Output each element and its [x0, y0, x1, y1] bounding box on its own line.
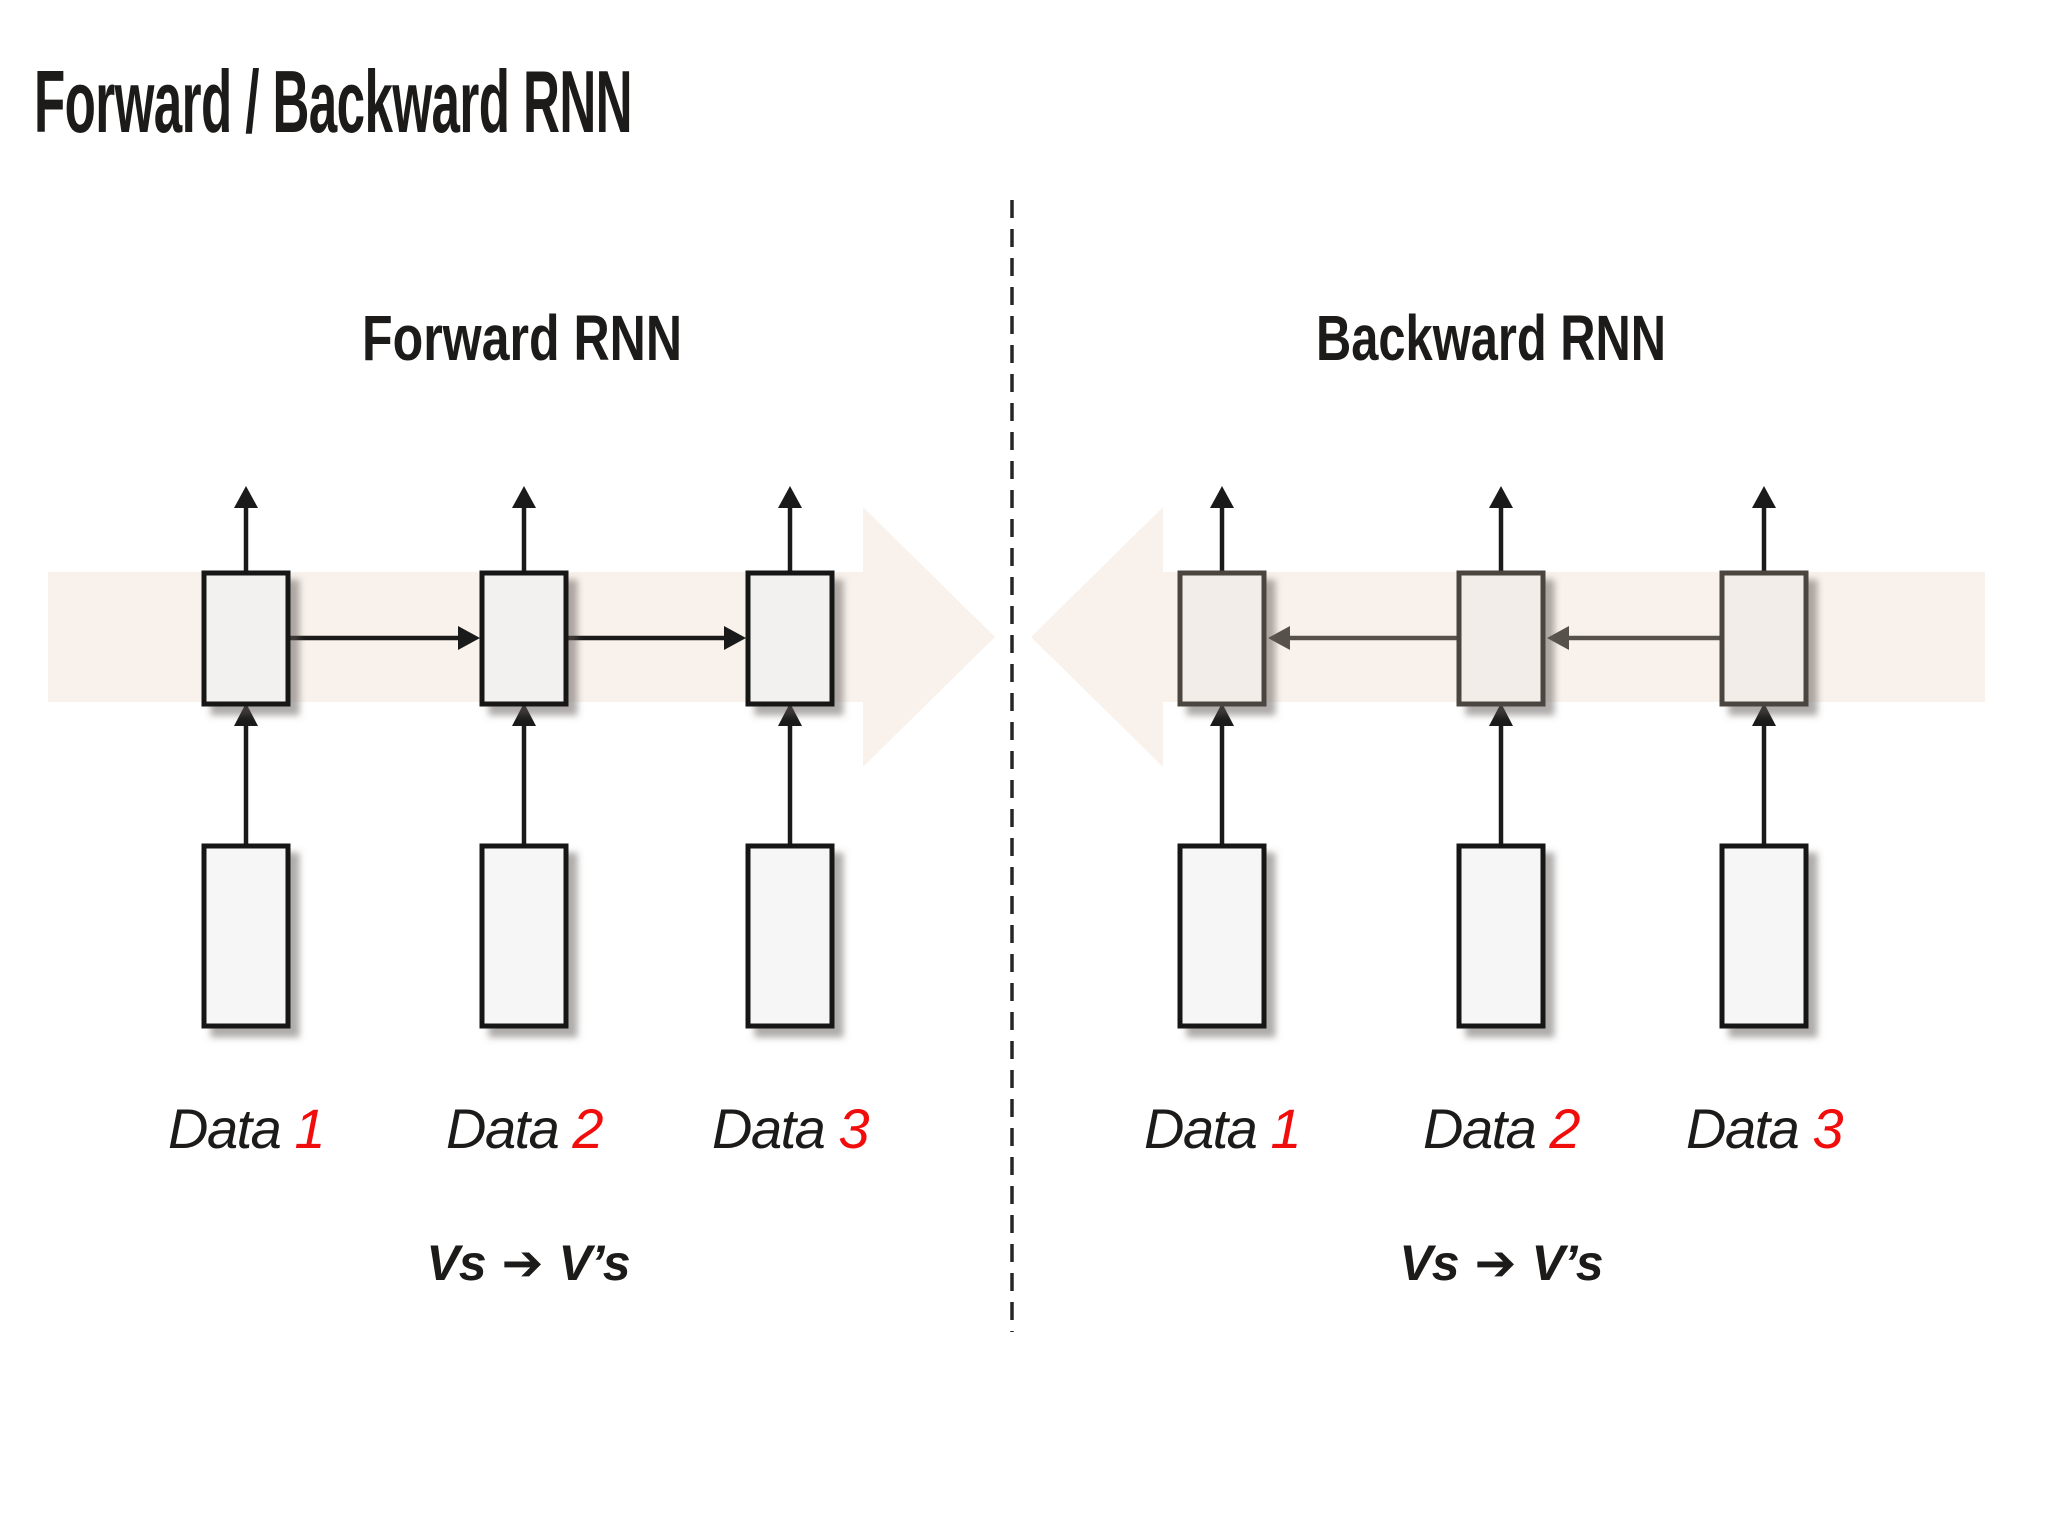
rnn-cell: [1719, 570, 1809, 707]
backward-panel-header: Backward RNN: [1316, 302, 1666, 374]
up-arrowhead-icon: [234, 486, 258, 508]
data-label-word: Data: [446, 1097, 559, 1160]
backward-input-arrows: [1210, 703, 1776, 846]
data-label-number: 2: [1548, 1097, 1580, 1160]
up-arrowhead-icon: [1489, 486, 1513, 508]
forward-panel-header: Forward RNN: [362, 302, 682, 374]
input-box: [745, 843, 835, 1029]
rnn-cell: [1177, 570, 1267, 707]
rnn-cell: [1456, 570, 1546, 707]
input-box: [479, 843, 569, 1029]
up-arrowhead-icon: [234, 703, 258, 726]
backward-output-arrows: [1210, 486, 1776, 573]
up-arrowhead-icon: [1752, 486, 1776, 508]
up-arrowhead-icon: [1210, 703, 1234, 726]
data-label-number: 1: [294, 1097, 324, 1160]
data-label-word: Data: [712, 1097, 825, 1160]
page-title: Forward / Backward RNN: [34, 52, 632, 151]
backward-panel: Backward RNN: [1031, 302, 1985, 1291]
up-arrowhead-icon: [1489, 703, 1513, 726]
up-arrowhead-icon: [512, 486, 536, 508]
caption-right-arrow-icon: ➔: [502, 1235, 543, 1291]
forward-recurrent-arrows: [290, 626, 746, 650]
up-arrowhead-icon: [1752, 703, 1776, 726]
up-arrowhead-icon: [778, 703, 802, 726]
up-arrowhead-icon: [512, 703, 536, 726]
caption-rhs: V’s: [1531, 1235, 1602, 1291]
data-label-word: Data: [1423, 1097, 1536, 1160]
right-arrowhead-icon: [458, 626, 480, 650]
left-arrowhead-icon: [1547, 626, 1569, 650]
input-box: [1177, 843, 1267, 1029]
input-box: [1719, 843, 1809, 1029]
data-label-number: 1: [1270, 1097, 1300, 1160]
caption-lhs: Vs: [1399, 1235, 1458, 1291]
rnn-cell: [479, 570, 569, 707]
forward-output-arrows: [234, 486, 802, 573]
up-arrowhead-icon: [778, 486, 802, 508]
forward-caption: Vs ➔ V’s: [426, 1235, 629, 1291]
left-arrowhead-icon: [1268, 626, 1290, 650]
data-label-number: 2: [571, 1097, 603, 1160]
data-label-number: 3: [1812, 1097, 1843, 1160]
caption-lhs: Vs: [426, 1235, 485, 1291]
rnn-cell: [745, 570, 835, 707]
up-arrowhead-icon: [1210, 486, 1234, 508]
rnn-cell: [201, 570, 291, 707]
data-label-word: Data: [1144, 1097, 1257, 1160]
right-arrowhead-icon: [724, 626, 746, 650]
caption-rhs: V’s: [558, 1235, 629, 1291]
input-box: [201, 843, 291, 1029]
forward-input-arrows: [234, 703, 802, 846]
data-label-word: Data: [168, 1097, 281, 1160]
input-box: [1456, 843, 1546, 1029]
forward-panel: Forward RNN: [48, 302, 995, 1291]
data-label-number: 3: [838, 1097, 869, 1160]
caption-right-arrow-icon: ➔: [1475, 1235, 1516, 1291]
backward-recurrent-arrows: [1268, 626, 1722, 650]
data-label-word: Data: [1686, 1097, 1799, 1160]
backward-caption: Vs ➔ V’s: [1399, 1235, 1602, 1291]
